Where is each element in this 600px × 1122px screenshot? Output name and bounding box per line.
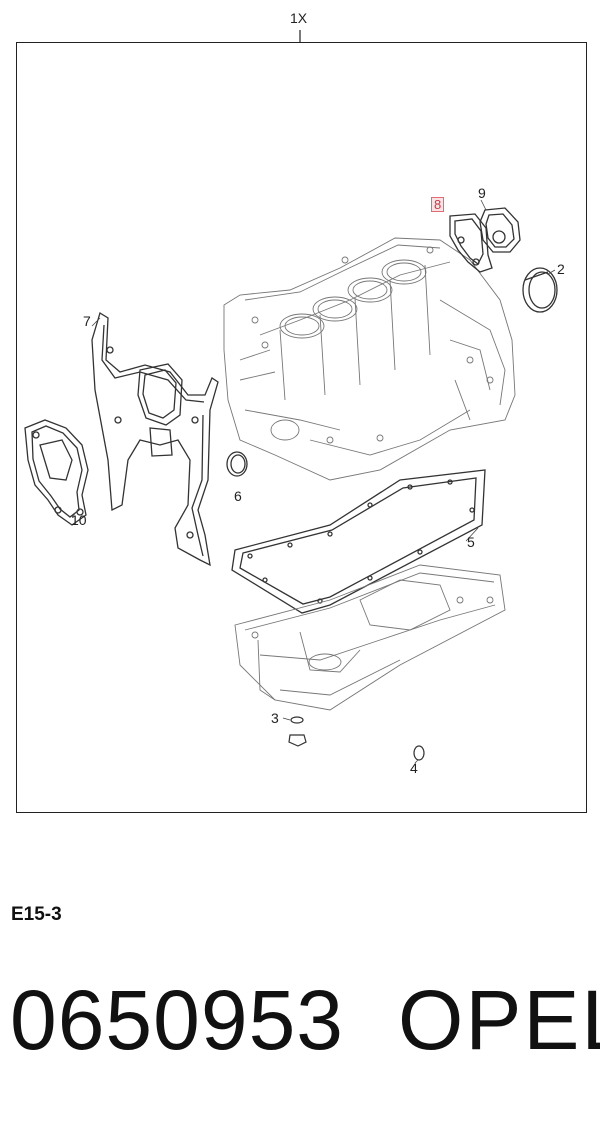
leader-lines [71, 199, 556, 764]
part-number: 0650953 [10, 973, 345, 1067]
part-8-gasket [449, 213, 493, 273]
part-3-drain-plug [288, 716, 307, 747]
brand-name: OPEL [398, 973, 600, 1067]
part-2-crankshaft-seal [522, 267, 558, 313]
kit-label: 1X [290, 10, 308, 26]
part-5-oil-pan-gasket [231, 469, 486, 614]
engine-code: E15-3 [11, 904, 62, 925]
callout-3: 3 [271, 710, 279, 726]
engine-block-drawing [223, 237, 516, 481]
part-7-timing-cover-gasket [91, 311, 219, 567]
diagram-frame [16, 42, 587, 813]
callout-5: 5 [467, 534, 475, 550]
callout-4: 4 [410, 760, 418, 776]
callout-7: 7 [83, 313, 91, 329]
callout-10: 10 [71, 512, 87, 528]
part-4-o-ring [413, 745, 425, 761]
oil-pan-drawing [234, 564, 506, 711]
part-10-water-pump-gasket [24, 419, 89, 526]
callout-2: 2 [557, 261, 565, 277]
callout-9: 9 [478, 185, 486, 201]
callout-6: 6 [234, 488, 242, 504]
part-6-front-seal [226, 451, 248, 477]
callout-8-highlighted: 8 [431, 197, 445, 212]
